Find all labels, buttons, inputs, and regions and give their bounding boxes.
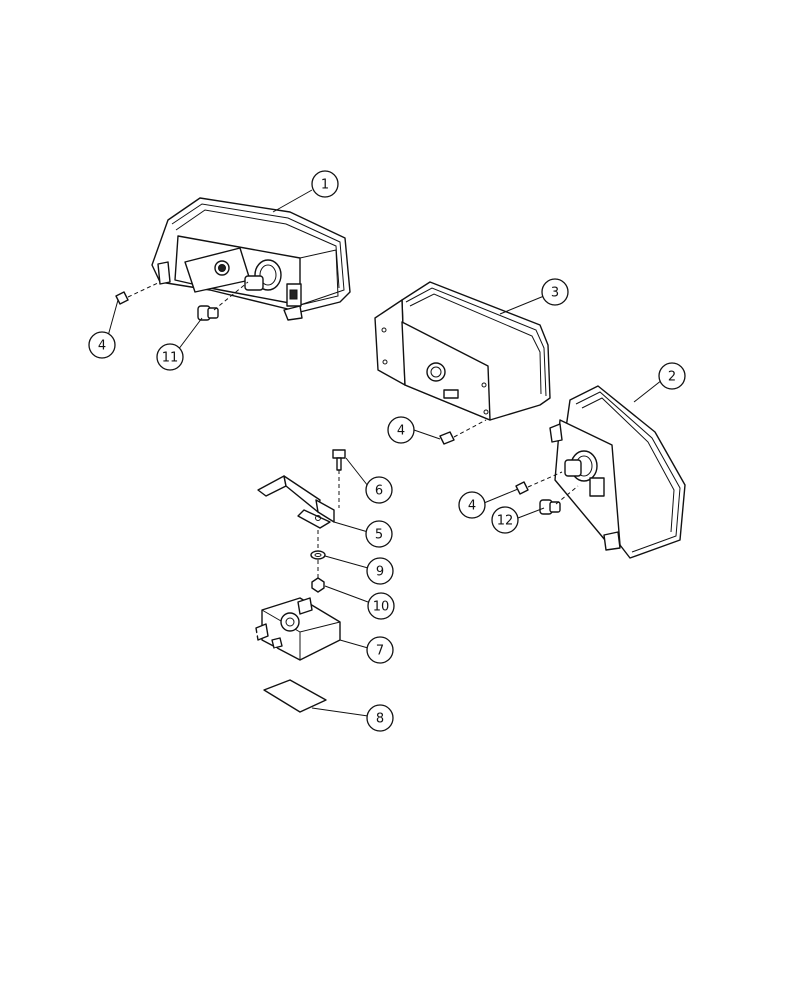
svg-text:4: 4 — [98, 339, 106, 354]
svg-text:5: 5 — [375, 528, 383, 543]
svg-text:8: 8 — [376, 712, 384, 727]
svg-text:3: 3 — [551, 286, 559, 301]
callout-11: 11 — [156, 343, 184, 371]
callout-10: 10 — [367, 592, 395, 620]
callout-5: 5 — [365, 520, 393, 548]
callout-4-right: 4 — [458, 491, 486, 519]
svg-text:1: 1 — [321, 178, 329, 193]
screw-4-left — [115, 281, 161, 305]
svg-text:10: 10 — [373, 600, 390, 615]
bulb-12 — [539, 485, 579, 515]
bolt-6 — [332, 449, 346, 508]
nut-10 — [311, 560, 325, 593]
callout-6: 6 — [365, 476, 393, 504]
leader-lines — [107, 189, 663, 717]
svg-text:4: 4 — [468, 499, 476, 514]
lamp-assembly-left — [151, 197, 351, 321]
callout-4-center: 4 — [387, 416, 415, 444]
callout-8: 8 — [366, 704, 394, 732]
callout-3: 3 — [541, 278, 569, 306]
callout-1: 1 — [311, 170, 339, 198]
svg-text:9: 9 — [376, 565, 384, 580]
svg-text:6: 6 — [375, 484, 383, 499]
svg-text:7: 7 — [376, 644, 384, 659]
callout-12: 12 — [491, 506, 519, 534]
lamp-assembly-right — [549, 385, 686, 559]
screw-4-center — [439, 419, 487, 445]
callout-9: 9 — [366, 557, 394, 585]
washer-9 — [310, 530, 326, 560]
screw-4-right — [515, 471, 563, 495]
flasher-module-7 — [241, 597, 341, 666]
svg-text:11: 11 — [162, 351, 179, 366]
callout-7: 7 — [366, 636, 394, 664]
svg-text:2: 2 — [668, 370, 676, 385]
bulb-11 — [197, 281, 249, 321]
svg-text:4: 4 — [397, 424, 405, 439]
label-plate-8 — [263, 679, 327, 713]
lamp-housing-center — [374, 281, 551, 421]
bracket-5 — [257, 475, 335, 529]
svg-text:12: 12 — [497, 514, 514, 529]
callout-4-left: 4 — [88, 331, 116, 359]
callout-2: 2 — [658, 362, 686, 390]
